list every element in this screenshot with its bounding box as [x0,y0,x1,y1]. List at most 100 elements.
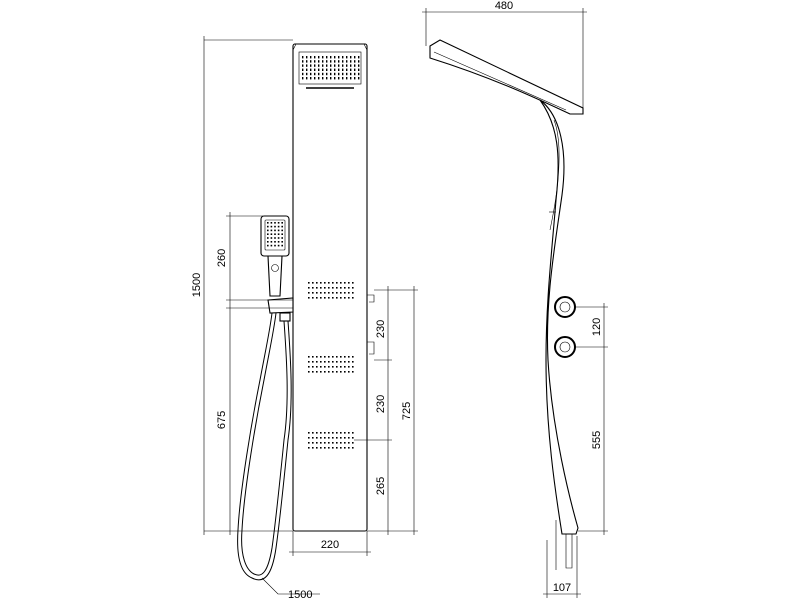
nozzle-dot [326,64,328,67]
nozzle-dot [306,60,308,63]
nozzle-dot [277,225,280,228]
side-bottom-pipe [565,534,573,569]
nozzle-dot [342,68,344,71]
dim-hose-length: 1500 [261,577,320,600]
nozzle-dot [277,229,280,232]
nozzle-dot [340,292,342,294]
nozzle-dot [270,244,273,247]
nozzle-dot [320,366,322,368]
nozzle-dot [330,56,332,59]
nozzle-dot [320,437,322,439]
nozzle-dot [338,60,340,63]
nozzle-dot [328,297,330,299]
dim-jet-spacing: 230 230 265 725 [354,286,418,535]
nozzle-dot [308,297,310,299]
nozzle-dot [350,77,352,80]
nozzle-dot [310,64,312,67]
nozzle-dot [344,447,346,449]
nozzle-dot [267,244,269,247]
nozzle-dot [352,361,354,363]
nozzle-dot [332,442,334,444]
nozzle-dot [346,64,348,67]
nozzle-dot [281,237,283,239]
nozzle-dot [274,237,276,239]
nozzle-dot [320,447,322,449]
nozzle-dot [350,72,352,76]
nozzle-dot [330,68,332,71]
nozzle-dot [322,77,324,80]
nozzle-dot [318,64,320,67]
nozzle-dot [312,297,314,299]
nozzle-dot [348,366,350,368]
nozzle-dot [332,432,334,434]
nozzle-dot [354,68,356,71]
nozzle-dot [348,447,350,449]
nozzle-dot [332,366,334,368]
nozzle-dot [306,64,308,67]
nozzle-dot [316,437,318,439]
nozzle-dot [314,68,316,71]
body-jet-middle [308,356,354,373]
nozzle-dot [310,60,312,63]
nozzle-dot [326,77,328,80]
nozzle-dot [334,60,336,63]
nozzle-dot [342,64,344,67]
nozzle-dot [326,68,328,71]
nozzle-dot [336,371,338,373]
nozzle-dot [340,287,342,289]
dim-label-hose-length: 1500 [288,589,312,600]
nozzle-dot [324,366,326,368]
nozzle-dot [350,56,352,59]
nozzle-dot [312,371,314,373]
nozzle-dot [326,72,328,76]
nozzle-dot [340,282,342,284]
nozzle-dot [316,287,318,289]
nozzle-dot [281,222,283,224]
nozzle-dot [267,229,269,232]
dim-bottom-depth: 107 [543,536,581,598]
nozzle-dot [348,437,350,439]
nozzle-dot [320,297,322,299]
side-valve-lower [554,336,576,358]
nozzle-dot [340,297,342,299]
nozzle-dot [314,72,316,76]
nozzle-dot [334,68,336,71]
nozzle-dot [350,60,352,63]
nozzle-dot [352,292,354,294]
nozzle-dot [346,60,348,63]
nozzle-dot [277,244,280,247]
nozzle-dot [320,371,322,373]
nozzle-dot [318,72,320,76]
nozzle-dot [336,297,338,299]
nozzle-dot [328,366,330,368]
nozzle-dot [342,72,344,76]
nozzle-dot [306,72,308,76]
nozzle-dot [308,442,310,444]
nozzle-dot [318,77,320,80]
nozzle-dot [320,442,322,444]
dim-label-valve-spacing: 120 [591,318,603,336]
dim-panel-width: 220 [289,531,371,556]
nozzle-dot [348,442,350,444]
nozzle-dot [330,77,332,80]
nozzle-dot [340,447,342,449]
nozzle-dot [274,225,276,228]
nozzle-dot [308,287,310,289]
hose-connector [279,312,291,322]
dim-valve-positions: 120 555 [575,303,608,535]
nozzle-dot [308,356,310,358]
nozzle-dot [302,68,304,71]
nozzle-dot [330,60,332,63]
nozzle-dot [336,432,338,434]
nozzle-dot [306,68,308,71]
nozzle-dot [332,292,334,294]
nozzle-dot [274,244,276,247]
nozzle-dot [306,77,308,80]
nozzle-dot [302,72,304,76]
nozzle-dot [308,371,310,373]
nozzle-dot [332,371,334,373]
nozzle-dot [312,292,314,294]
nozzle-dot [336,287,338,289]
nozzle-dot [328,371,330,373]
